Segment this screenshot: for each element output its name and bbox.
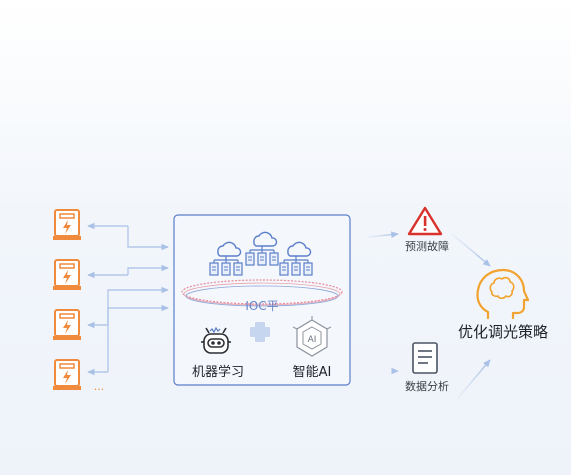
optimize-strategy-label: 优化调光策略	[458, 323, 548, 341]
plus-icon	[250, 322, 270, 342]
ioc-ring-label: IOC平	[245, 299, 278, 313]
input-connectors	[87, 222, 169, 376]
brain-head-icon	[476, 268, 530, 320]
warning-icon	[407, 206, 443, 236]
charging-pile-icon	[52, 259, 82, 291]
predict-fault-label: 预测故障	[405, 239, 449, 253]
charging-pile-icon	[52, 209, 82, 241]
data-analysis-label: 数据分析	[405, 379, 449, 393]
ai-badge-text: AI	[308, 335, 317, 345]
charging-pile-icon	[52, 309, 82, 341]
charging-pile-icon	[52, 359, 82, 391]
document-icon	[412, 342, 438, 374]
ioc-ring	[181, 279, 343, 307]
output-connectors	[367, 231, 491, 399]
robot-icon	[201, 326, 231, 354]
machine-learning-label: 机器学习	[192, 364, 244, 380]
smart-ai-label: 智能AI	[293, 365, 332, 380]
ai-chip-icon: AI	[292, 316, 332, 357]
more-devices-label: ...	[94, 380, 105, 393]
